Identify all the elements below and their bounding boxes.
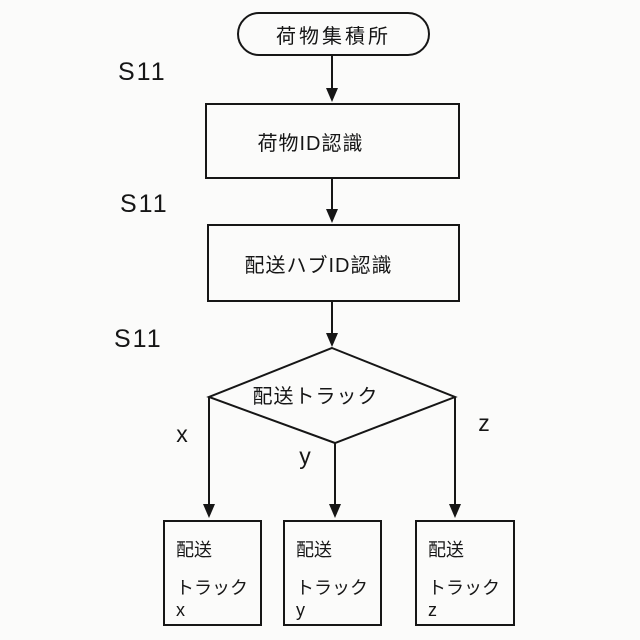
branch-label-y: y	[299, 443, 311, 469]
truck-y-line1: 配送	[296, 540, 332, 560]
step-label-process1: S11	[118, 58, 167, 86]
truck-x-line1: 配送	[176, 540, 212, 560]
arrow-process1-to-process2	[326, 179, 338, 223]
node-process-hub-id: 配送ハブID認識	[207, 224, 460, 302]
branch-label-z: z	[478, 410, 490, 436]
branch-label-x: x	[176, 421, 188, 447]
decision-node-label: 配送トラック	[252, 386, 379, 408]
process2-label: 配送ハブID認識	[244, 254, 393, 277]
truck-z-line1: 配送	[428, 540, 464, 560]
start-terminal-label: 荷物集積所	[276, 25, 391, 48]
step-label-decision: S11	[114, 325, 163, 353]
arrow-process2-to-decision	[326, 302, 338, 347]
node-start-terminal: 荷物集積所	[237, 12, 430, 56]
arrow-branch-z	[449, 397, 461, 518]
process1-label: 荷物ID認識	[257, 132, 364, 155]
arrow-branch-y	[329, 443, 341, 518]
node-truck-y: 配送 トラックy	[283, 520, 382, 626]
truck-y-line2: トラックy	[296, 578, 368, 620]
truck-z-line2: トラックz	[428, 578, 500, 620]
node-process-cargo-id: 荷物ID認識	[205, 103, 460, 179]
arrow-start-to-process1	[326, 56, 338, 102]
step-label-process2: S11	[120, 190, 169, 218]
node-truck-z: 配送 トラックz	[415, 520, 515, 626]
arrow-branch-x	[203, 397, 215, 518]
node-truck-x: 配送 トラックx	[163, 520, 262, 626]
truck-x-line2: トラックx	[176, 578, 248, 620]
